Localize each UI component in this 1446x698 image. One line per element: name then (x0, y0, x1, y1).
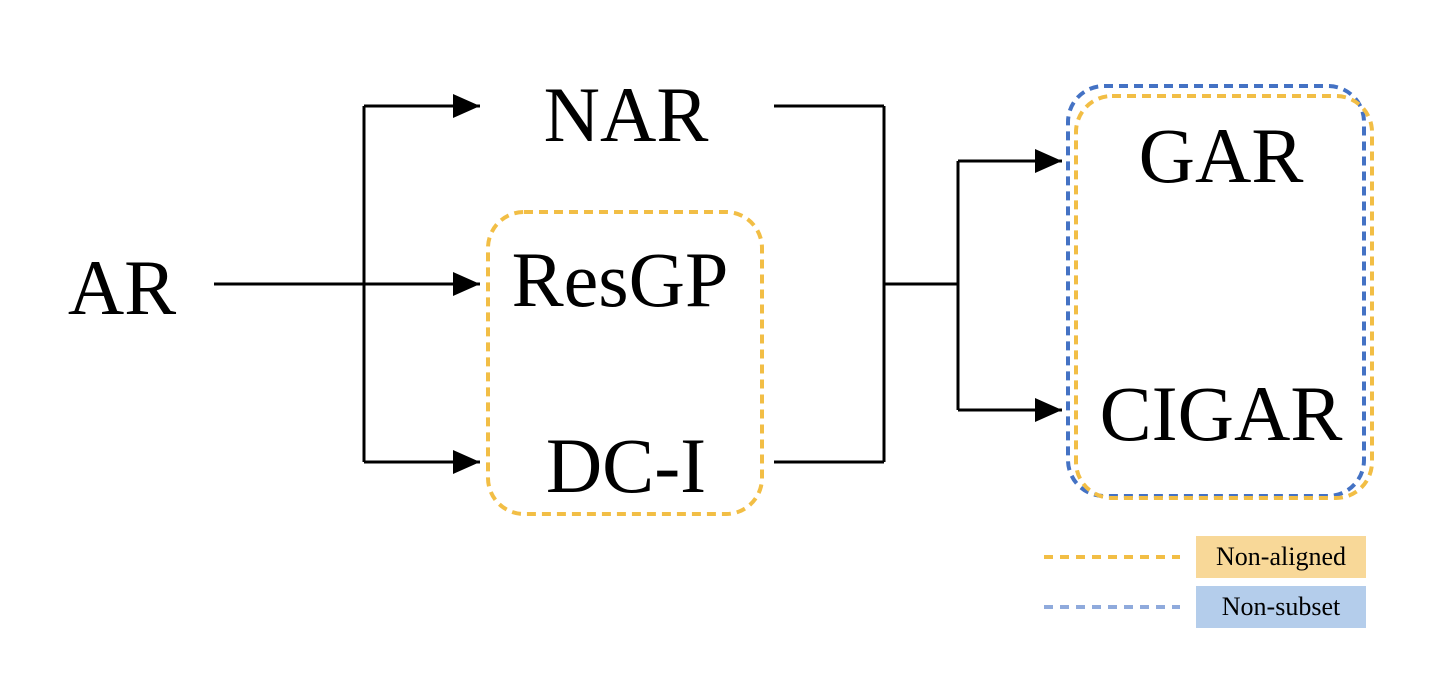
non-aligned-group-left (486, 210, 764, 516)
node-nar: NAR (543, 71, 709, 158)
non-aligned-group-right (1074, 94, 1374, 500)
node-cigar: CIGAR (1099, 370, 1343, 457)
legend-non-aligned-bg (1196, 536, 1366, 578)
node-resgp: ResGP (511, 236, 729, 323)
node-ar: AR (67, 244, 177, 331)
legend-non-subset-bg (1196, 586, 1366, 628)
node-dci: DC-I (545, 422, 707, 509)
legend-non-subset-label: Non-subset (1221, 592, 1341, 621)
legend-non-aligned-label: Non-aligned (1216, 542, 1346, 571)
node-gar: GAR (1138, 112, 1304, 199)
